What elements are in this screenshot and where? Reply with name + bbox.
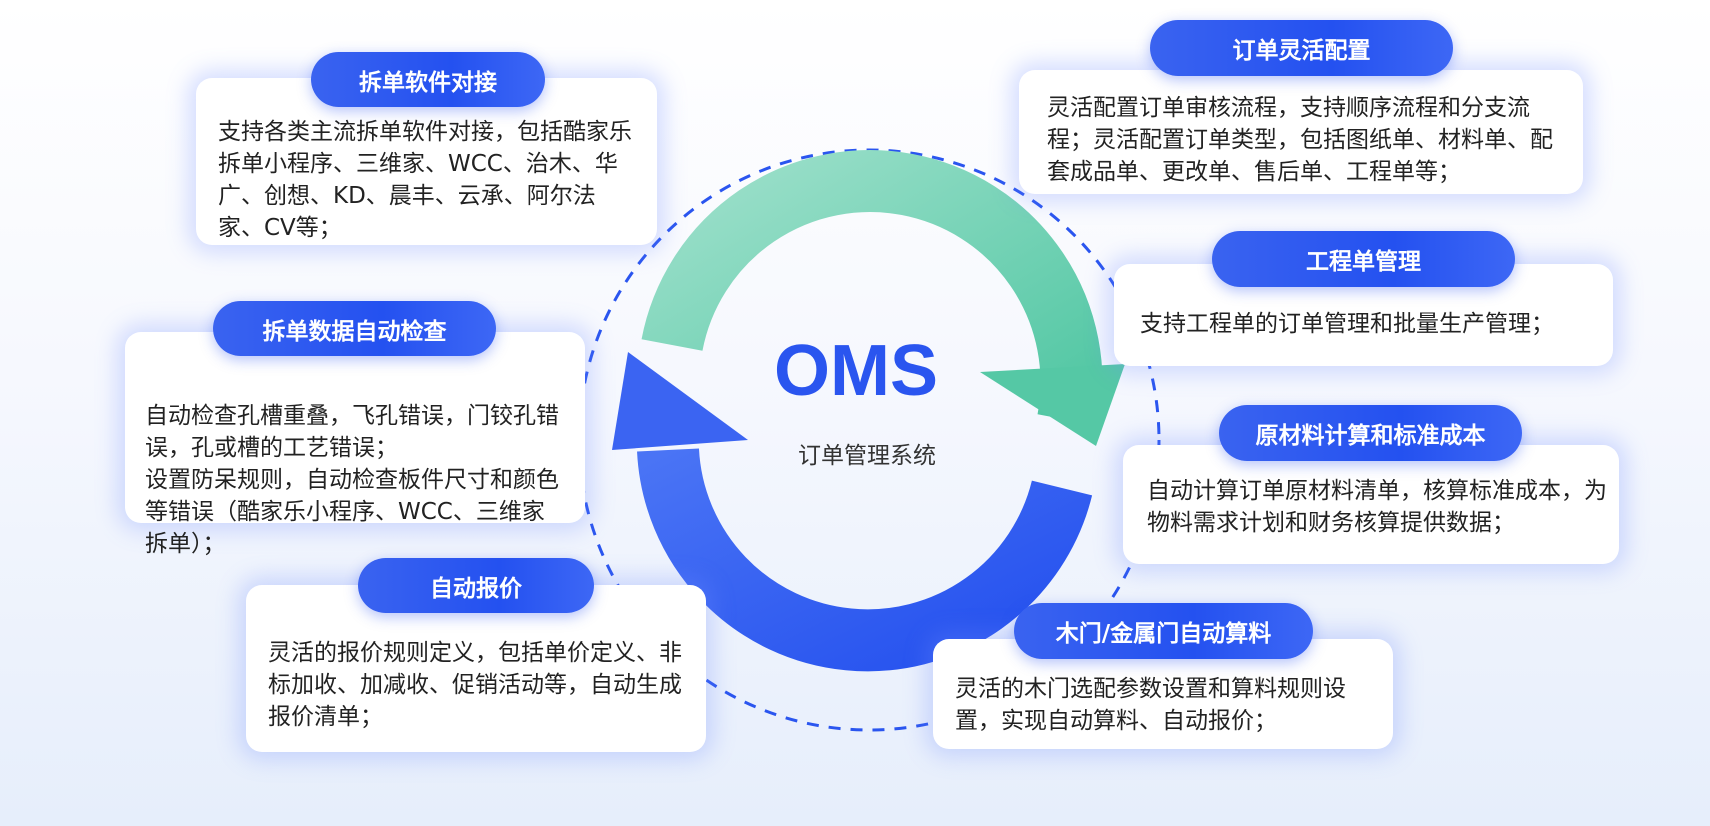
feature-text: 灵活的报价规则定义，包括单价定义、非标加收、加减收、促销活动等，自动生成报价清单… <box>268 640 682 730</box>
blue-arrowhead <box>612 352 748 450</box>
feature-title: 订单灵活配置 <box>1150 20 1453 76</box>
feature-text: 灵活配置订单审核流程，支持顺序流程和分支流程；灵活配置订单类型，包括图纸单、材料… <box>1047 95 1553 185</box>
feature-text: 支持各类主流拆单软件对接，包括酷家乐拆单小程序、三维家、WCC、治木、华广、创想… <box>218 119 632 241</box>
green-cycle-arrow <box>641 150 1103 426</box>
feature-text: 自动计算订单原材料清单，核算标准成本，为物料需求计划和财务核算提供数据； <box>1147 478 1607 536</box>
feature-text: 支持工程单的订单管理和批量生产管理； <box>1140 311 1554 337</box>
feature-title: 木门/金属门自动算料 <box>1014 603 1313 659</box>
feature-card-auto-check: 自动检查孔槽重叠，飞孔错误，门铰孔错误，孔或槽的工艺错误； 设置防呆规则，自动检… <box>125 332 585 557</box>
oms-title: OMS <box>773 331 938 411</box>
green-arrowhead <box>980 364 1125 446</box>
feature-title: 自动报价 <box>358 558 594 613</box>
blue-cycle-arrow <box>637 448 1093 672</box>
feature-title: 拆单数据自动检查 <box>213 301 496 356</box>
feature-title: 工程单管理 <box>1212 231 1515 287</box>
feature-title: 拆单软件对接 <box>311 52 545 107</box>
feature-card-order-config: 灵活配置订单审核流程，支持顺序流程和分支流程；灵活配置订单类型，包括图纸单、材料… <box>1019 70 1583 194</box>
feature-text: 灵活的木门选配参数设置和算料规则设置，实现自动算料、自动报价； <box>955 676 1346 734</box>
feature-card-material-cost: 自动计算订单原材料清单，核算标准成本，为物料需求计划和财务核算提供数据； <box>1123 445 1619 564</box>
feature-title: 原材料计算和标准成本 <box>1219 405 1522 461</box>
feature-text: 自动检查孔槽重叠，飞孔错误，门铰孔错误，孔或槽的工艺错误； 设置防呆规则，自动检… <box>145 403 559 557</box>
feature-card-split-software: 支持各类主流拆单软件对接，包括酷家乐拆单小程序、三维家、WCC、治木、华广、创想… <box>196 78 657 245</box>
oms-subtitle: 订单管理系统 <box>798 443 936 469</box>
